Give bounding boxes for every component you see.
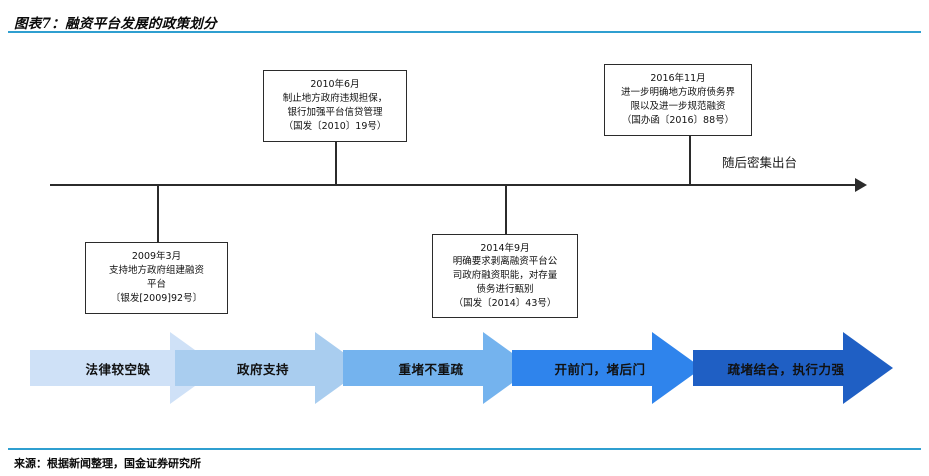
event-line: 2016年11月	[650, 73, 706, 85]
timeline-event-2009: 2009年3月 支持地方政府组建融资 平台 〔银发[2009]92号〕	[85, 242, 228, 314]
footer-divider	[8, 448, 921, 450]
stage-arrow-1: 法律较空缺	[30, 332, 220, 404]
connector-evt-2010	[335, 142, 337, 186]
stage-label-1: 法律较空缺	[85, 361, 151, 377]
event-line: 限以及进一步规范融资	[630, 101, 726, 112]
timeline-event-2014: 2014年9月 明确要求剥离融资平台公 司政府融资职能，对存量 债务进行甄别 （…	[432, 234, 578, 318]
stage-arrow-5: 疏堵结合，执行力强	[693, 332, 893, 404]
connector-evt-2016	[689, 136, 691, 186]
event-line: 债务进行甄别	[476, 283, 534, 295]
connector-evt-2014	[505, 186, 507, 234]
timeline-arrowhead-icon	[855, 178, 867, 192]
stage-label-2: 政府支持	[236, 361, 289, 377]
stage-arrow-3: 重堵不重疏	[343, 332, 533, 404]
stage-label-3: 重堵不重疏	[398, 361, 464, 377]
arrow-shape-icon	[343, 332, 533, 404]
arrow-shape-icon	[175, 332, 365, 404]
event-line: 平台	[146, 279, 166, 290]
stage-arrow-2: 政府支持	[175, 332, 365, 404]
page-title: 图表7：融资平台发展的政策划分	[14, 16, 217, 32]
stage-label-4: 开前门，堵后门	[554, 361, 646, 377]
event-line: 2014年9月	[480, 242, 530, 254]
event-line: （国发〔2010〕19号）	[283, 120, 387, 132]
stage-arrow-4: 开前门，堵后门	[512, 332, 702, 404]
event-line: 支持地方政府组建融资	[108, 265, 204, 277]
timeline-event-2010: 2010年6月 制止地方政府违规担保， 银行加强平台信贷管理 （国发〔2010〕…	[263, 70, 407, 142]
event-line: （国办函〔2016〕88号）	[621, 114, 735, 126]
connector-evt-2009	[157, 186, 159, 242]
stage-label-5: 疏堵结合，执行力强	[727, 361, 845, 377]
event-line: 2010年6月	[310, 79, 360, 91]
event-line: 司政府融资职能，对存量	[452, 270, 558, 282]
arrow-shape-icon	[693, 332, 893, 404]
arrow-shape-icon	[30, 332, 220, 404]
source-note: 来源：根据新闻整理，国金证券研究所	[14, 457, 201, 470]
timeline-axis-note: 随后密集出台	[722, 155, 798, 170]
event-line: （国发〔2014〕43号）	[453, 297, 557, 309]
event-line: 制止地方政府违规担保，	[282, 93, 388, 105]
timeline-axis	[50, 184, 862, 186]
event-line: 进一步明确地方政府债务界	[620, 87, 735, 99]
event-line: 2009年3月	[131, 251, 182, 263]
header-divider	[8, 31, 921, 33]
event-line: 〔银发[2009]92号〕	[110, 292, 203, 304]
event-line: 银行加强平台信贷管理	[287, 107, 383, 118]
timeline-event-2016: 2016年11月 进一步明确地方政府债务界 限以及进一步规范融资 （国办函〔20…	[604, 64, 752, 136]
arrow-shape-icon	[512, 332, 702, 404]
event-line: 明确要求剥离融资平台公	[452, 256, 558, 268]
